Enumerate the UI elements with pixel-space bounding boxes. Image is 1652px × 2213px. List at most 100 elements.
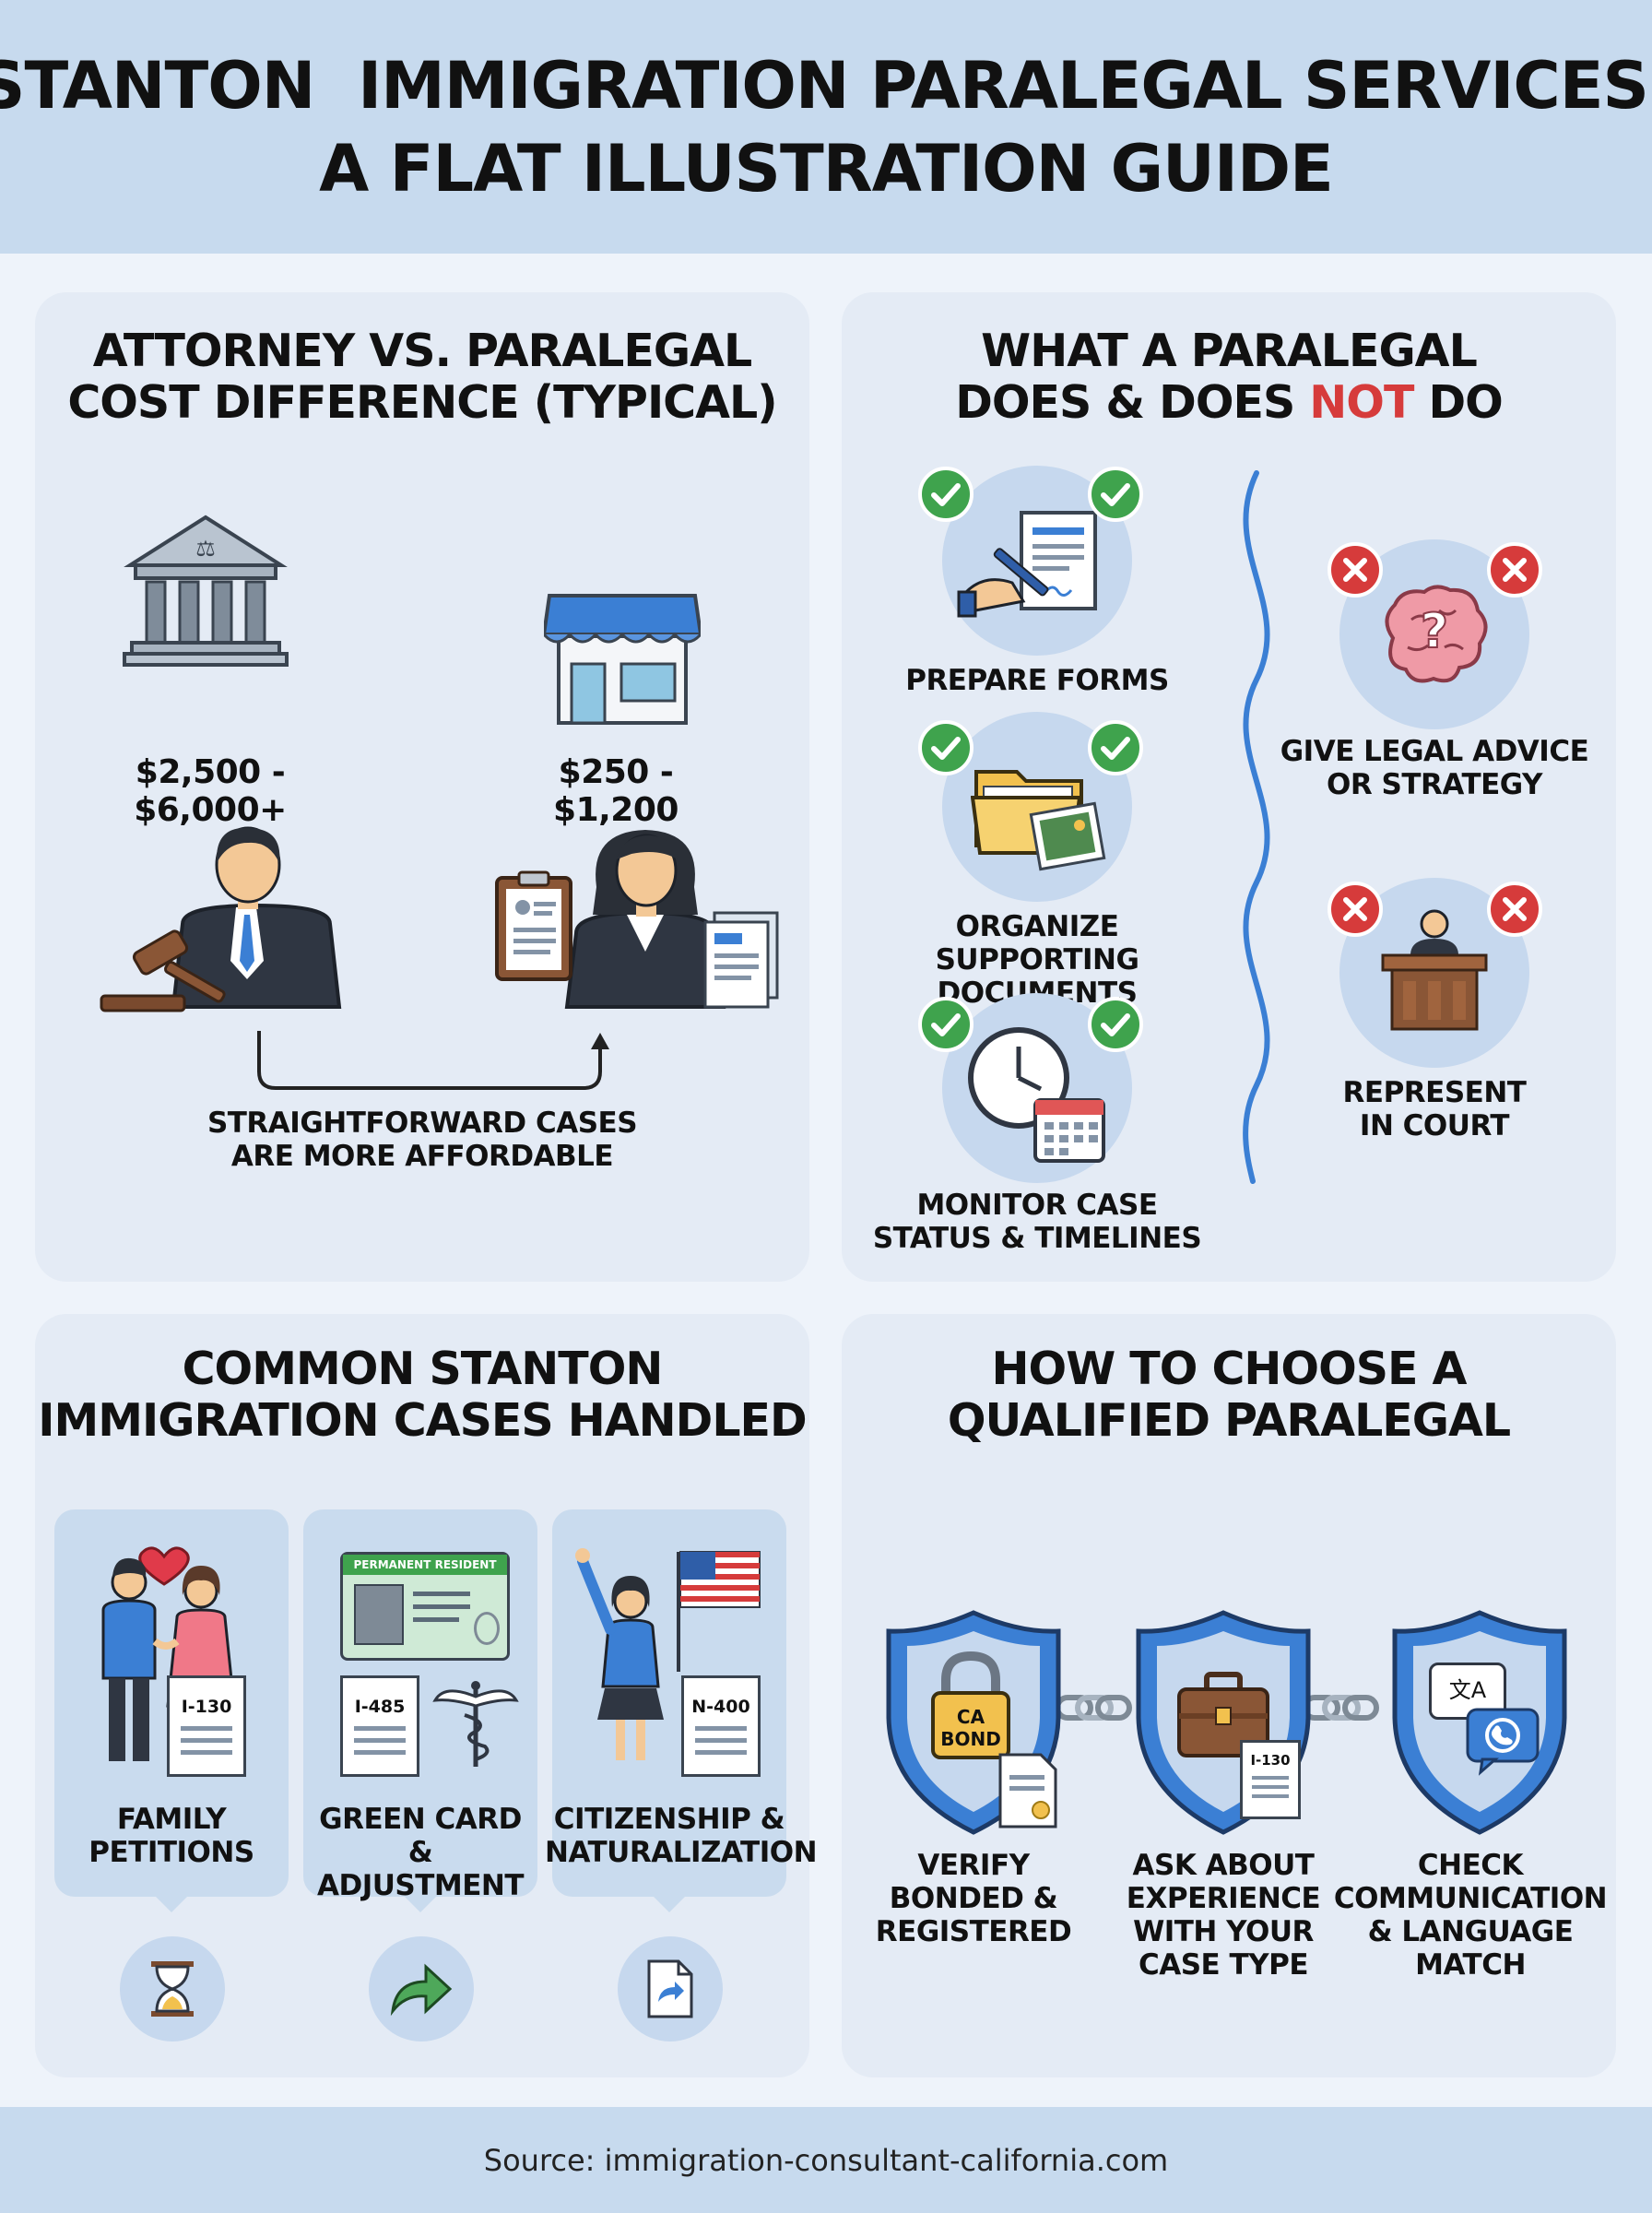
cost-title-line-2: COST DIFFERENCE (TYPICAL) [67,376,777,429]
organize-docs-label-1: ORGANIZE SUPPORTING [935,910,1139,976]
phone-bubble-icon [1466,1708,1540,1776]
verify-line-2: BONDED & [889,1882,1058,1915]
hourglass-icon [151,1961,194,2017]
page-title-line-1: STANTON IMMIGRATION PARALEGAL SERVICES: [0,47,1652,124]
forward-arrow-icon [390,1963,453,2017]
check-icon [1088,467,1143,522]
cases-title-line-1: COMMON STANTON [182,1343,664,1395]
legal-advice-label-1: GIVE LEGAL ADVICE [1280,735,1589,768]
form-doc-briefcase: I-130 [1240,1740,1301,1819]
monitor-case-label-2: STATUS & TIMELINES [872,1222,1202,1255]
cost-caption-line-2: ARE MORE AFFORDABLE [230,1140,614,1173]
check-icon [918,720,974,775]
ask-line-3: WITH YOUR [1133,1915,1314,1948]
cost-caption-line-1: STRAIGHTFORWARD CASES [206,1106,638,1140]
court-podium-icon [1381,909,1488,1031]
briefcase-form-label: I-130 [1250,1752,1291,1769]
cost-panel: ATTORNEY VS. PARALEGAL COST DIFFERENCE (… [35,292,809,1282]
form-n400-label: N-400 [691,1697,750,1717]
cross-icon [1487,542,1542,598]
choose-panel: HOW TO CHOOSE A QUALIFIED PARALEGAL CA B… [842,1314,1616,2077]
briefcase-icon [1177,1672,1269,1757]
caduceus-icon [432,1681,519,1767]
check-icon [1088,997,1143,1052]
family-label-1: FAMILY [116,1803,227,1836]
wavy-divider [1243,470,1270,1184]
bond-text-ca: CA [956,1706,985,1728]
clock-calendar-icon [968,1027,1105,1163]
prepare-forms-label: PREPARE FORMS [905,664,1169,697]
case-label-greencard: GREEN CARD & ADJUSTMENT [303,1803,537,1902]
choose-panel-title: HOW TO CHOOSE A QUALIFIED PARALEGAL [842,1343,1616,1447]
fingerprint-icon [474,1612,500,1645]
does-label-3: MONITOR CASE STATUS & TIMELINES [853,1189,1221,1255]
verify-line-1: VERIFY [917,1849,1030,1882]
document-stack-icon [703,911,779,1009]
citizen-oath-icon [575,1548,761,1760]
ask-line-2: EXPERIENCE [1126,1882,1321,1915]
cases-panel: COMMON STANTON IMMIGRATION CASES HANDLED… [35,1314,818,2077]
form-doc-n400: N-400 [681,1675,761,1777]
id-photo-icon [354,1584,404,1645]
courthouse-icon: ⚖ [123,515,289,667]
ca-bond-text: CA BOND [933,1706,1009,1750]
citizenship-label-1: CITIZENSHIP & [553,1803,785,1836]
form-i485-label: I-485 [354,1697,406,1717]
does-label-1: PREPARE FORMS [853,664,1221,697]
does-title-line-1: WHAT A PARALEGAL [981,325,1478,377]
does-title-part-c: DO [1413,376,1503,429]
svg-text:?: ? [1421,604,1448,659]
verify-line-3: REGISTERED [875,1915,1072,1948]
svg-text:⚖: ⚖ [195,536,216,562]
paralegal-avatar [495,830,779,1009]
paralegal-price: $250 - $1,200 [553,753,678,829]
page-title-line-2: A FLAT ILLUSTRATION GUIDE [319,130,1334,207]
document-share-icon [647,1959,693,2018]
padlock-icon [931,1651,1010,1759]
form-i130-label: I-130 [181,1697,232,1717]
case-label-family: FAMILY PETITIONS [54,1803,289,1869]
choose-title-line-1: HOW TO CHOOSE A [991,1343,1468,1395]
permanent-resident-label: PERMANENT RESIDENT [343,1555,507,1575]
monitor-case-label-1: MONITOR CASE [916,1189,1158,1222]
cost-title-line-1: ATTORNEY VS. PARALEGAL [92,325,752,377]
greencard-label-1: GREEN CARD & [319,1803,522,1869]
does-panel-title: WHAT A PARALEGAL DOES & DOES NOT DO [842,325,1616,429]
check-icon [1088,720,1143,775]
translate-glyph: 文A [1448,1677,1487,1703]
family-label-2: PETITIONS [88,1836,254,1869]
cross-icon [1328,542,1383,598]
certificate-icon [998,1753,1057,1828]
form-writing-icon [957,511,1097,618]
choose-label-2: ASK ABOUT EXPERIENCE WITH YOUR CASE TYPE [1085,1849,1362,1982]
clipboard-icon [495,870,572,981]
choose-label-3: CHECK COMMUNICATION & LANGUAGE MATCH [1332,1849,1609,1982]
check-icon [918,997,974,1052]
check-line-3: & LANGUAGE [1367,1915,1574,1948]
court-label-1: REPRESENT [1342,1076,1527,1109]
pointer-tip [653,1896,686,1912]
check-line-4: MATCH [1415,1948,1526,1982]
brain-question-icon: ? [1385,585,1488,683]
doesnot-label-1: GIVE LEGAL ADVICE OR STRATEGY [1250,735,1619,801]
ask-line-4: CASE TYPE [1138,1948,1309,1982]
source-text: Source: immigration-consultant-californi… [483,2142,1169,2178]
attorney-avatar [100,826,342,1012]
ask-line-1: ASK ABOUT [1132,1849,1315,1882]
cross-icon [1487,882,1542,937]
does-title-line-2: DOES & DOES NOT DO [842,377,1616,429]
cost-panel-title: ATTORNEY VS. PARALEGAL COST DIFFERENCE (… [35,325,809,429]
affordable-arrow-icon [257,1031,609,1090]
check-line-2: COMMUNICATION [1333,1882,1608,1915]
form-doc-i485: I-485 [340,1675,419,1777]
choose-title-line-2: QUALIFIED PARALEGAL [947,1394,1511,1447]
legal-advice-label-2: OR STRATEGY [1327,768,1542,801]
pointer-tip [404,1896,437,1912]
pointer-tip [155,1896,188,1912]
cases-panel-title: COMMON STANTON IMMIGRATION CASES HANDLED [35,1343,809,1447]
does-panel: WHAT A PARALEGAL DOES & DOES NOT DO PREP… [842,292,1616,1282]
cost-caption: STRAIGHTFORWARD CASES ARE MORE AFFORDABL… [35,1106,809,1173]
gavel-icon [100,929,226,1012]
cross-icon [1328,882,1383,937]
permanent-resident-card: PERMANENT RESIDENT [340,1552,510,1661]
